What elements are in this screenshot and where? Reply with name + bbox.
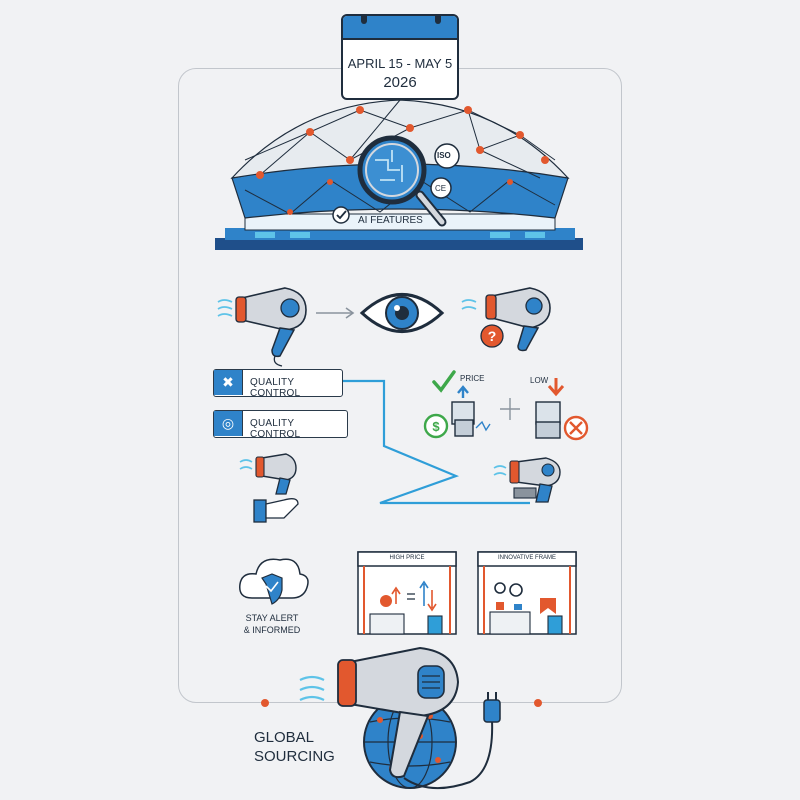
plus-icon: [500, 398, 520, 420]
calendar-ring-icon: [361, 16, 367, 24]
check-badge-icon: [332, 206, 350, 224]
calendar-ring-icon: [435, 16, 441, 24]
arrow-down-icon: [547, 378, 565, 397]
global-sourcing-line1: GLOBAL: [254, 729, 315, 746]
low-price-label: LOW: [530, 376, 549, 385]
innovative-booth-title: INNOVATIVE FRAME: [497, 555, 557, 561]
stay-alert-line1: STAY ALERT: [245, 613, 299, 623]
dryer-attachment-icon: [513, 487, 537, 499]
check-icon: [432, 370, 456, 393]
power-cord: [403, 719, 494, 790]
svg-text:$: $: [432, 419, 440, 434]
trend-icon: [475, 420, 491, 432]
innovative-booth: [477, 551, 577, 635]
quality-control-button[interactable]: ✖ QUALITY CONTROL: [213, 369, 343, 399]
tools-icon: ✖: [214, 370, 243, 395]
hair-dryer-icon: [217, 287, 307, 367]
question-icon: ?: [480, 324, 504, 348]
high-price-booth-title: HIGH PRICE: [389, 555, 425, 561]
arrow-right-icon: [316, 307, 355, 319]
iso-badge-label: ISO: [437, 151, 451, 160]
plug-icon: [483, 692, 501, 723]
iso-badge-icon: [434, 143, 460, 169]
quality-control-button[interactable]: ◎ QUALITY CONTROL: [213, 410, 348, 440]
global-sourcing-title: GLOBAL SOURCING: [254, 728, 335, 766]
dollar-icon: $: [423, 413, 449, 439]
target-icon: ◎: [214, 411, 243, 436]
price-box-icon: [451, 385, 475, 437]
hand-icon: [253, 498, 299, 523]
ce-badge-label: CE: [435, 184, 447, 193]
price-label: PRICE: [460, 374, 485, 383]
hair-dryer-icon: [461, 287, 551, 352]
calendar-year: 2026: [383, 74, 417, 91]
stay-alert-text: STAY ALERT & INFORMED: [232, 612, 312, 636]
stay-alert-line2: & INFORMED: [243, 625, 301, 635]
ce-badge-icon: [430, 177, 452, 199]
large-hair-dryer-icon: [299, 646, 460, 779]
magnifier-icon: [357, 135, 447, 227]
low-price-box-icon: [535, 401, 561, 439]
svg-text:?: ?: [488, 328, 497, 344]
hair-dryer-icon: [493, 457, 561, 503]
frame-node: [534, 699, 542, 707]
cross-icon: [563, 415, 589, 441]
ai-features-label: AI FEATURES: [356, 215, 425, 226]
frame-node: [261, 699, 269, 707]
quality-control-label: QUALITY CONTROL: [250, 418, 301, 440]
quality-control-label: QUALITY CONTROL: [250, 377, 301, 399]
flow-connector: [342, 379, 530, 505]
global-sourcing-line2: SOURCING: [254, 748, 335, 765]
high-price-booth: [357, 551, 457, 635]
calendar-date-range: APRIL 15 - MAY 5: [347, 56, 453, 71]
eye-icon: [359, 293, 445, 333]
shield-cloud-icon: [239, 558, 309, 605]
hair-dryer-icon: [239, 453, 297, 495]
event-calendar: APRIL 15 - MAY 5 2026: [341, 14, 459, 100]
